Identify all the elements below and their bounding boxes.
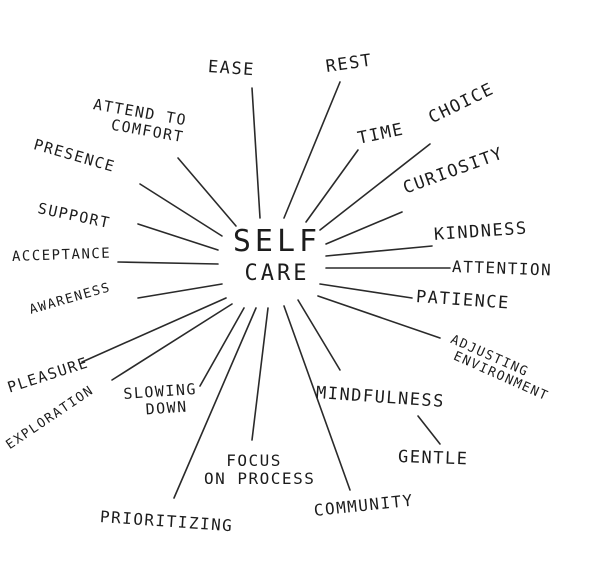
ray-awareness — [137, 283, 223, 299]
ray-gentle — [417, 415, 441, 445]
ray-mindfulness — [297, 299, 341, 371]
center-line-care: CARE — [244, 260, 310, 286]
ray-presence — [139, 183, 223, 237]
ray-kindness — [325, 245, 433, 257]
word-slowing-down: SLOWING DOWN — [122, 379, 198, 420]
ray-focus-on-process — [251, 307, 269, 441]
center-line-self: SELF — [232, 224, 322, 259]
ray-patience — [319, 283, 413, 299]
word-gentle: GENTLE — [397, 447, 469, 470]
ray-attend-to-comfort — [177, 157, 237, 227]
ray-rest — [283, 81, 341, 219]
word-ease: EASE — [207, 57, 256, 81]
ray-adjusting-environment — [317, 295, 441, 339]
ray-exploration — [111, 303, 233, 381]
ray-prioritizing — [173, 307, 257, 499]
word-focus-on-process: FOCUS ON PROCESS — [204, 451, 316, 488]
ray-community — [283, 305, 351, 491]
ray-curiosity — [325, 211, 403, 245]
center-label: SELF CARE — [222, 226, 332, 285]
ray-pleasure — [81, 297, 227, 363]
ray-ease — [251, 87, 261, 219]
ray-support — [137, 223, 219, 251]
ray-acceptance — [117, 261, 219, 265]
ray-slowing-down — [199, 307, 245, 387]
ray-time — [305, 149, 359, 223]
word-attention: ATTENTION — [451, 257, 553, 280]
ray-choice — [319, 143, 431, 231]
